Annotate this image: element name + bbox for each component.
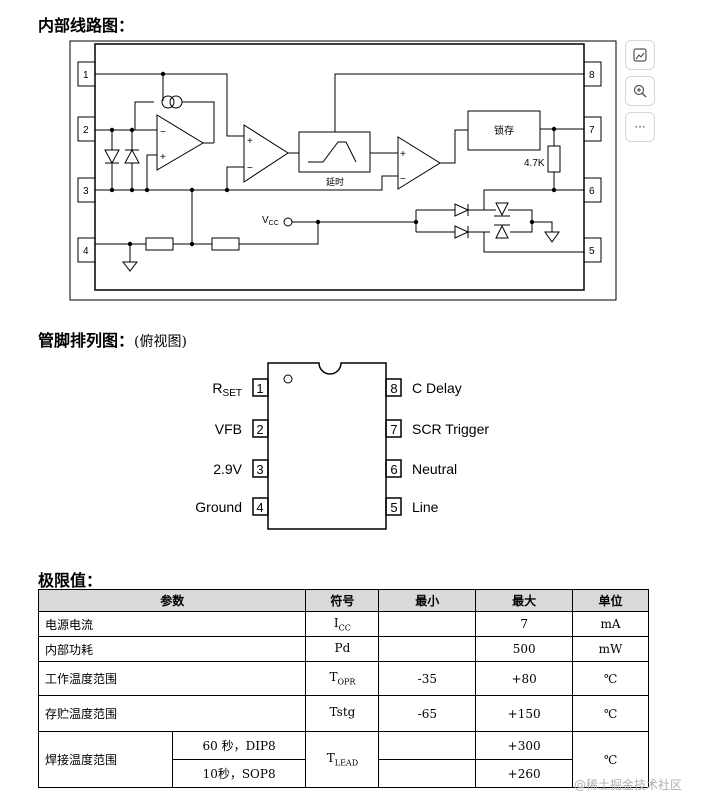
circuit-pin-4: 4 bbox=[83, 246, 89, 257]
pinout-heading: 管脚排列图：(俯视图) bbox=[38, 327, 187, 351]
cell-unit: mA bbox=[572, 611, 649, 637]
cell-unit: ℃ bbox=[572, 695, 649, 732]
cell-max: +300 bbox=[475, 731, 574, 760]
circuit-pin-6: 6 bbox=[589, 186, 595, 197]
cell-param: 内部功耗 bbox=[37, 636, 307, 662]
cell-max: +260 bbox=[475, 759, 574, 788]
opamp-1 bbox=[156, 114, 204, 171]
delay-block bbox=[298, 131, 371, 173]
opamp-1-minus: − bbox=[160, 127, 166, 138]
circuit-pin-3: 3 bbox=[83, 186, 89, 197]
cell-symbol: ICC bbox=[305, 611, 380, 637]
cell-symbol: TOPR bbox=[305, 661, 380, 696]
pin-5-number: 5 bbox=[390, 500, 397, 515]
pin-1-number: 1 bbox=[256, 381, 263, 396]
cell-subcondition: 60 秒，DIP8 bbox=[171, 731, 307, 760]
pin-2-number: 2 bbox=[256, 422, 263, 437]
cell-param: 焊接温度范围 bbox=[38, 731, 173, 788]
table-row: 焊接温度范围 60 秒，DIP8 TLEAD +300 ℃ bbox=[38, 731, 649, 788]
cell-min bbox=[378, 759, 477, 788]
ic-package bbox=[267, 362, 387, 530]
zoom-in-button[interactable] bbox=[625, 76, 655, 106]
cell-max: 7 bbox=[475, 611, 574, 637]
pin-8-label: C Delay bbox=[412, 380, 462, 396]
table-header-row: 参数 符号 最小 最大 单位 bbox=[37, 589, 649, 612]
latch-block bbox=[467, 110, 541, 151]
image-edit-icon bbox=[633, 48, 647, 62]
pin-5-label: Line bbox=[412, 499, 439, 515]
table-row: 电源电流 ICC 7 mA bbox=[37, 611, 649, 637]
header-min: 最小 bbox=[378, 589, 477, 612]
limits-heading: 极限值： bbox=[38, 571, 103, 590]
cell-param: 工作温度范围 bbox=[37, 661, 307, 696]
pinout-diagram: 1 2 3 4 8 7 6 5 RSET VFB 2.9V Ground C D… bbox=[195, 362, 489, 530]
cell-max: +80 bbox=[475, 661, 574, 696]
pin-3-label: 2.9V bbox=[213, 461, 242, 477]
circuit-pin-8: 8 bbox=[589, 70, 595, 81]
pin-4-label: Ground bbox=[195, 499, 242, 515]
cell-param: 电源电流 bbox=[37, 611, 307, 637]
circuit-pin-7: 7 bbox=[589, 125, 595, 136]
header-symbol: 符号 bbox=[305, 589, 380, 612]
pin-6-label: Neutral bbox=[412, 461, 457, 477]
cell-min: -35 bbox=[378, 661, 477, 696]
pin-7-number: 7 bbox=[390, 422, 397, 437]
header-max: 最大 bbox=[475, 589, 574, 612]
latch-label: 锁存 bbox=[494, 124, 514, 137]
resistor-label: 4.7K bbox=[524, 158, 545, 169]
table-row: 内部功耗 Pd 500 mW bbox=[37, 636, 649, 662]
cell-min bbox=[378, 731, 477, 760]
image-edit-button[interactable] bbox=[625, 40, 655, 70]
cell-unit: mW bbox=[572, 636, 649, 662]
outer-frame bbox=[69, 40, 617, 301]
table-row: 工作温度范围 TOPR -35 +80 ℃ bbox=[37, 661, 649, 696]
opamp-2-plus: + bbox=[247, 136, 253, 147]
header-param: 参数 bbox=[37, 589, 307, 612]
cell-symbol: TLEAD bbox=[305, 731, 380, 788]
pin-3-number: 3 bbox=[256, 462, 263, 477]
opamp-3-plus: + bbox=[400, 149, 406, 160]
limits-table: 参数 符号 最小 最大 单位 电源电流 ICC 7 mA 内部功耗 Pd 500… bbox=[37, 589, 649, 788]
cell-max: 500 bbox=[475, 636, 574, 662]
opamp-1-plus: + bbox=[160, 152, 166, 163]
cell-param: 存贮温度范围 bbox=[37, 695, 307, 732]
pin-4-number: 4 bbox=[256, 500, 263, 515]
opamp-3 bbox=[397, 136, 441, 190]
cell-min: -65 bbox=[378, 695, 477, 732]
circuit-pin-1: 1 bbox=[83, 70, 89, 81]
pinout-heading-note: (俯视图) bbox=[134, 334, 187, 350]
internal-circuit-diagram: 1 2 3 4 8 7 6 5 锁存 延时 4.7K VCC − + + − +… bbox=[69, 40, 617, 301]
zoom-in-icon bbox=[633, 84, 647, 98]
more-icon: ··· bbox=[634, 120, 646, 134]
pin-2-label: VFB bbox=[215, 421, 242, 437]
cell-unit: ℃ bbox=[572, 731, 649, 788]
cell-subcondition: 10秒，SOP8 bbox=[171, 759, 307, 788]
cell-min bbox=[378, 611, 477, 637]
opamp-2 bbox=[243, 124, 289, 183]
more-button[interactable]: ··· bbox=[625, 112, 655, 142]
cell-min bbox=[378, 636, 477, 662]
cell-symbol: Tstg bbox=[305, 695, 380, 732]
opamp-2-minus: − bbox=[247, 163, 253, 174]
watermark: @稀土掘金技术社区 bbox=[574, 778, 683, 792]
opamp-3-minus: − bbox=[400, 174, 406, 185]
table-row: 存贮温度范围 Tstg -65 +150 ℃ bbox=[37, 695, 649, 732]
circuit-pin-2: 2 bbox=[83, 125, 89, 136]
pin-7-label: SCR Trigger bbox=[412, 421, 489, 437]
delay-label: 延时 bbox=[326, 176, 344, 188]
cell-symbol: Pd bbox=[305, 636, 380, 662]
pin-6-number: 6 bbox=[390, 462, 397, 477]
circuit-pin-5: 5 bbox=[589, 246, 595, 257]
vcc-label: VCC bbox=[262, 215, 279, 227]
internal-circuit-heading: 内部线路图： bbox=[38, 16, 135, 35]
cell-unit: ℃ bbox=[572, 661, 649, 696]
header-unit: 单位 bbox=[572, 589, 649, 612]
pin-1-label: RSET bbox=[212, 380, 242, 399]
cell-max: +150 bbox=[475, 695, 574, 732]
table-row: 10秒，SOP8 +260 bbox=[39, 759, 649, 788]
chip-body bbox=[94, 43, 585, 291]
pin-8-number: 8 bbox=[390, 381, 397, 396]
pinout-heading-title: 管脚排列图： bbox=[38, 331, 135, 350]
